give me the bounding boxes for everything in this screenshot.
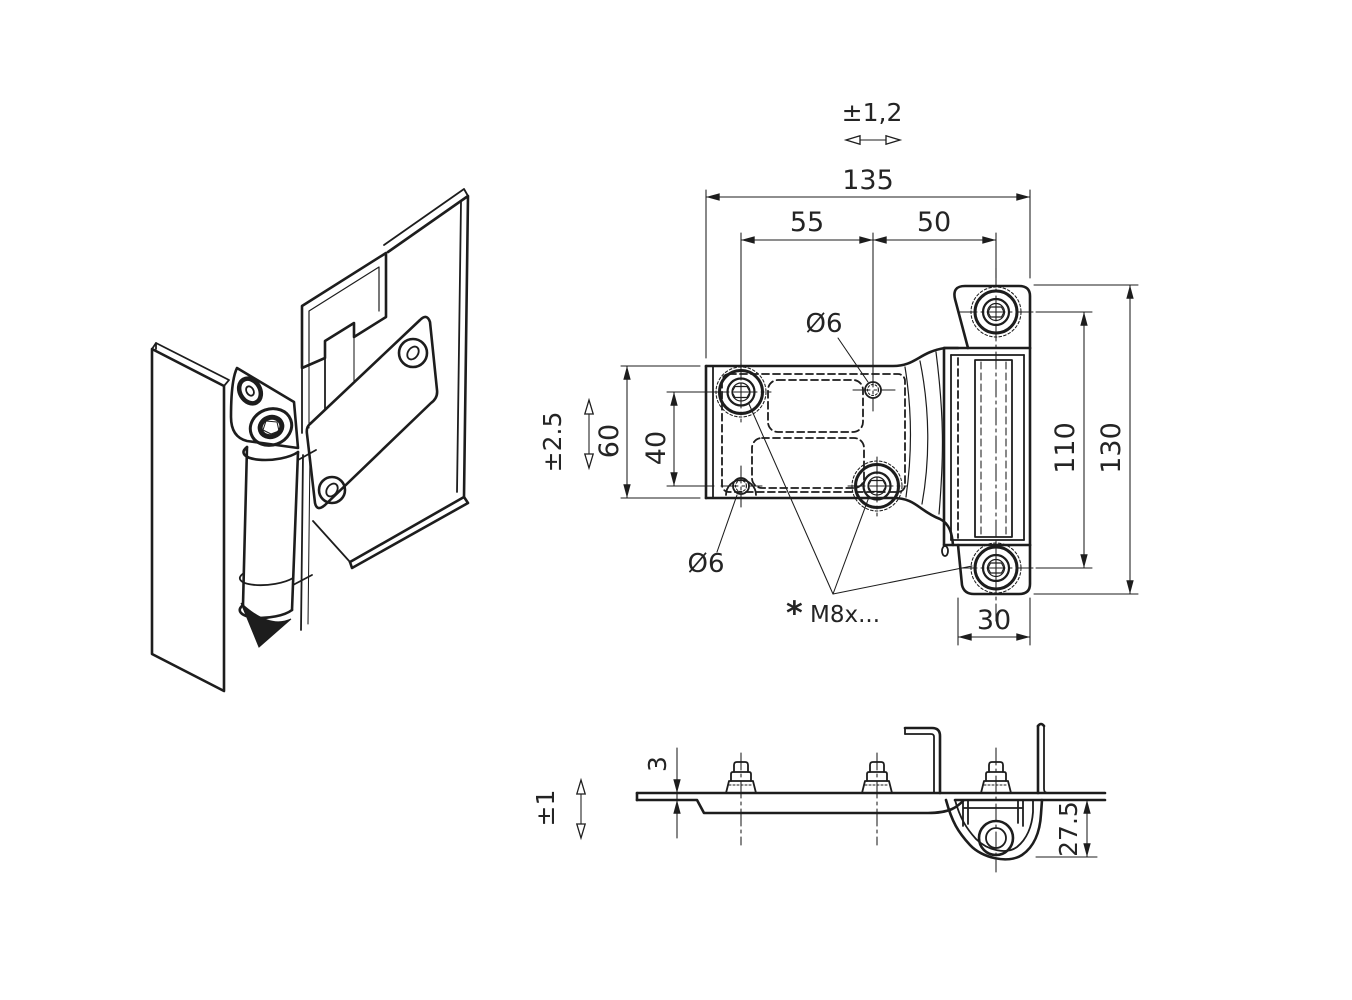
front-dim-60: 60	[594, 365, 701, 499]
side-dim-3: 3	[643, 747, 681, 839]
hole-dia-bottom-label: Ø6	[687, 549, 724, 579]
front-dim-40: 40	[641, 391, 715, 487]
front-barrel	[941, 267, 1037, 623]
iso-channel-profile	[300, 251, 388, 631]
front-screw-bottom-right	[847, 456, 908, 517]
iso-left-bar	[150, 342, 230, 693]
overall-width-label: 135	[842, 165, 894, 196]
front-hole-bottom	[720, 465, 763, 508]
front-dim-55-50: 55 50	[740, 207, 997, 379]
front-screw-top-left	[711, 362, 772, 423]
front-callout-hole-top: Ø6	[805, 309, 869, 383]
front-dim-130: 130	[1033, 284, 1139, 595]
pivot-offset-label: 27.5	[1054, 801, 1083, 857]
side-bracket	[903, 722, 1049, 795]
side-knuckle	[944, 798, 1044, 861]
thread-note-label: M8x...	[810, 602, 880, 628]
front-callout-hole-bottom: Ø6	[687, 494, 738, 579]
front-hole-top	[852, 369, 896, 412]
side-plate	[635, 791, 1107, 815]
front-dim-tolerance-width: ±1,2	[842, 98, 903, 146]
note-marker: *	[786, 594, 803, 632]
span-left-label: 55	[790, 207, 824, 238]
hole-row-spacing-label: 40	[641, 431, 672, 465]
tolerance-width-label: ±1,2	[842, 98, 903, 127]
span-right-label: 50	[917, 207, 951, 238]
front-plate-outline	[704, 346, 960, 547]
front-dim-tolerance-height: ±2.5	[538, 397, 595, 473]
side-dim-tolerance: ±1	[531, 777, 587, 841]
front-dim-135: 135	[705, 165, 1031, 359]
knuckle-width-label: 30	[977, 605, 1011, 636]
isometric-view	[150, 188, 470, 693]
front-dim-30: 30	[957, 597, 1031, 646]
front-view: ±1,2 135 55 50 60 40 ±2.5	[538, 98, 1139, 646]
pivot-screw-spacing-label: 110	[1050, 422, 1081, 474]
overall-height-label: 130	[1096, 422, 1127, 474]
iso-hinge-body	[229, 366, 317, 648]
side-nut-1	[725, 752, 757, 846]
plate-height-label: 60	[594, 424, 625, 458]
side-nut-3	[980, 747, 1012, 873]
front-dim-110: 110	[1035, 311, 1093, 569]
plate-thickness-label: 3	[643, 756, 672, 772]
hole-dia-top-label: Ø6	[805, 309, 842, 339]
iso-mounting-plate	[305, 315, 439, 510]
side-view: 3 ±1 27.5	[531, 722, 1107, 873]
tolerance-thickness-label: ±1	[531, 790, 560, 827]
iso-door-panel	[312, 188, 470, 570]
front-note-thread: * M8x...	[748, 403, 973, 632]
tolerance-height-label: ±2.5	[538, 412, 567, 473]
side-nut-2	[861, 752, 893, 846]
side-dim-27-5: 27.5	[1035, 799, 1098, 858]
